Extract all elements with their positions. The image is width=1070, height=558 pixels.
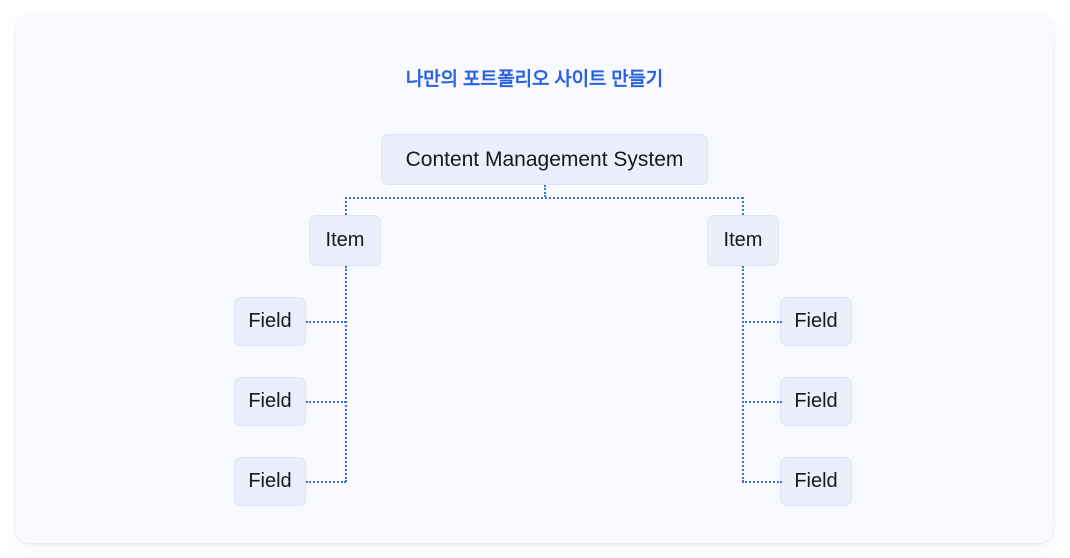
node-field-right-1[interactable]: Field: [780, 297, 852, 346]
node-item-left[interactable]: Item: [309, 215, 381, 266]
connector-spine-left: [345, 266, 347, 482]
node-field-left-3[interactable]: Field: [234, 457, 306, 506]
connector-field-left-1: [306, 321, 346, 323]
node-root-cms[interactable]: Content Management System: [381, 134, 708, 185]
node-item-right[interactable]: Item: [707, 215, 779, 266]
node-field-right-2[interactable]: Field: [780, 377, 852, 426]
diagram-card: 나만의 포트폴리오 사이트 만들기 Content Management Sys…: [16, 14, 1053, 543]
connector-field-right-1: [742, 321, 782, 323]
connector-root-stem: [544, 185, 546, 197]
connector-spine-right: [742, 266, 744, 482]
connector-branch-bus: [345, 197, 743, 199]
node-field-left-2[interactable]: Field: [234, 377, 306, 426]
page-title: 나만의 포트폴리오 사이트 만들기: [405, 69, 664, 90]
connector-bus-to-item-left: [345, 197, 347, 215]
connector-bus-to-item-right: [742, 197, 744, 215]
node-field-right-3[interactable]: Field: [780, 457, 852, 506]
connector-field-left-3: [306, 481, 346, 483]
node-field-left-1[interactable]: Field: [234, 297, 306, 346]
connector-field-right-2: [742, 401, 782, 403]
connector-field-left-2: [306, 401, 346, 403]
connector-field-right-3: [742, 481, 782, 483]
